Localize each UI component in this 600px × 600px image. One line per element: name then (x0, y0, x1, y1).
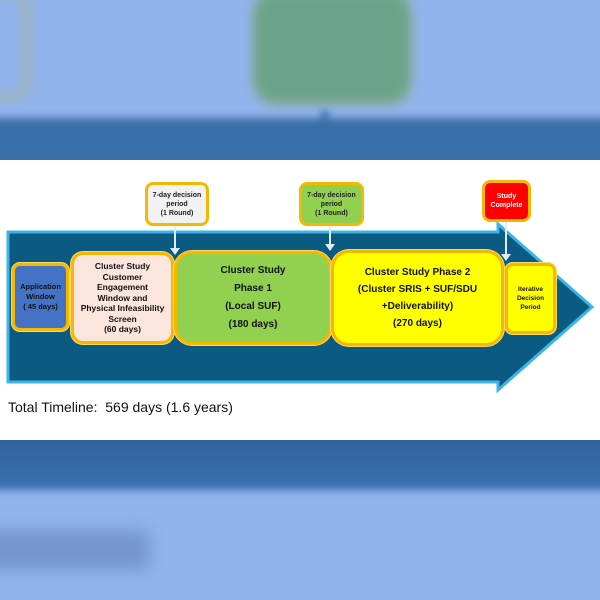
blurred-text (0, 530, 150, 570)
stage-text: (60 days) (104, 324, 141, 335)
stage-text: Cluster Study (94, 261, 151, 272)
stage-text: (270 days) (393, 318, 442, 329)
stage-phase-2: Cluster Study Phase 2 (Cluster SRIS + SU… (331, 250, 504, 346)
stage-application-window: Application Window ( 45 days) (12, 263, 69, 331)
stage-text: Cluster Study Phase 2 (364, 267, 471, 278)
stage-iterative-decision: Iterative Decision Period (505, 263, 556, 334)
callout-text: Complete (490, 202, 523, 209)
stage-text: (Cluster SRIS + SUF/SDU (357, 284, 478, 295)
total-timeline-label: Total Timeline: (8, 399, 98, 415)
blurred-box (0, 0, 30, 100)
stage-phase-1: Cluster Study Phase 1 (Local SUF) (180 d… (174, 251, 332, 345)
blurred-arrow-band (0, 440, 600, 490)
stage-text: Engagement (96, 282, 148, 293)
decision-period-callout-1: 7-day decision period (1 Round) (145, 182, 209, 226)
stage-text: Iterative (518, 286, 543, 293)
blurred-background-bottom (0, 440, 600, 600)
study-complete-callout: Study Complete (482, 180, 531, 222)
stage-text: Customer (102, 271, 143, 282)
total-timeline: Total Timeline: 569 days (1.6 years) (8, 399, 233, 415)
decision-period-callout-2: 7-day decision period (1 Round) (299, 182, 364, 226)
stage-text: +Deliverability) (381, 301, 454, 312)
down-arrow-icon (170, 226, 180, 255)
blurred-background-top (0, 0, 600, 160)
callout-text: (1 Round) (315, 209, 348, 217)
callout-text: 7-day decision (152, 191, 202, 199)
stage-text: Phase 1 (234, 283, 272, 294)
callout-text: period (320, 200, 343, 208)
callout-text: (1 Round) (160, 209, 194, 217)
stage-text: (180 days) (228, 319, 278, 330)
stage-text: Period (520, 304, 541, 311)
stage-text: ( 45 days) (23, 302, 58, 311)
down-arrow-icon (325, 226, 335, 251)
stage-text: Window (26, 292, 55, 301)
blurred-box (252, 0, 412, 105)
stage-customer-engagement: Cluster Study Customer Engagement Window… (71, 252, 174, 344)
callout-text: 7-day decision (307, 191, 356, 199)
stage-text: Window and (97, 292, 148, 303)
blurred-arrow-band (0, 118, 600, 160)
callout-text: Study (496, 193, 517, 200)
stage-text: Decision (516, 295, 545, 302)
callout-text: period (166, 200, 188, 208)
total-timeline-value: 569 days (1.6 years) (105, 399, 233, 415)
stage-text: Application (20, 282, 61, 291)
stage-text: (Local SUF) (225, 301, 281, 312)
stage-text: Screen (108, 313, 137, 324)
down-arrow-icon (501, 222, 511, 261)
stage-text: Physical Infeasibility (80, 303, 165, 314)
timeline-diagram: 7-day decision period (1 Round) 7-day de… (0, 160, 600, 440)
stage-text: Cluster Study (220, 265, 286, 276)
